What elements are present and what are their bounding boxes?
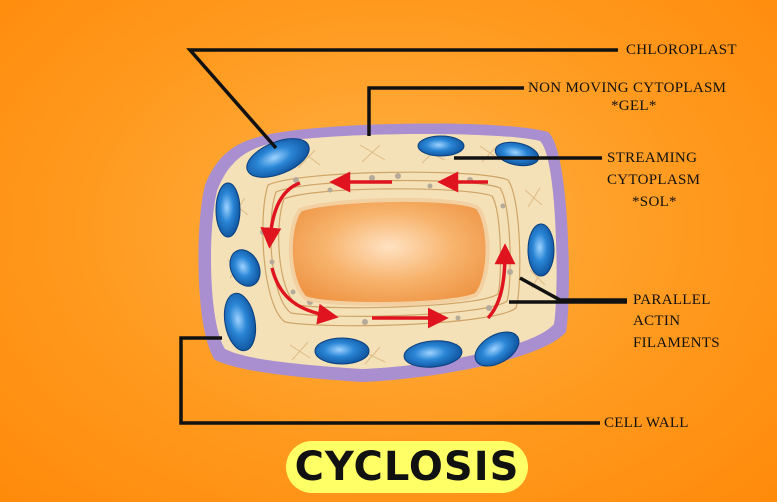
chloroplast-icon	[314, 337, 370, 365]
chloroplasts	[215, 135, 555, 368]
chloroplast-icon	[229, 249, 261, 287]
actin-filaments	[262, 171, 521, 327]
chloroplast-icon	[215, 182, 241, 238]
label-non-moving-cytoplasm: NON MOVING CYTOPLASM	[528, 80, 727, 96]
label-streaming: STREAMING	[607, 150, 698, 166]
label-actin: ACTIN	[633, 313, 681, 329]
label-filaments: FILAMENTS	[633, 335, 720, 351]
title-banner: CYCLOSIS	[286, 441, 528, 493]
actin-leader	[519, 276, 627, 302]
leader-lines	[179, 48, 627, 425]
diagram-title: CYCLOSIS	[294, 444, 520, 490]
chloroplast-icon	[223, 292, 257, 352]
chloroplast-icon	[527, 223, 555, 277]
streaming-arrow-icon	[260, 171, 516, 329]
vacuole	[288, 197, 490, 307]
cell-wall-leader	[179, 336, 600, 425]
label-cell-wall: CELL WALL	[604, 415, 689, 431]
chloroplast-icon	[474, 331, 520, 367]
chloroplast-icon	[403, 340, 463, 368]
label-cytoplasm: CYTOPLASM	[607, 172, 701, 188]
chloroplast-leader	[186, 48, 618, 150]
label-chloroplast: CHLOROPLAST	[626, 42, 737, 58]
chloroplast-icon	[417, 135, 465, 157]
label-sol: *SOL*	[632, 194, 677, 210]
label-parallel: PARALLEL	[633, 292, 711, 308]
gel-leader	[367, 86, 524, 136]
label-gel: *GEL*	[611, 98, 657, 114]
